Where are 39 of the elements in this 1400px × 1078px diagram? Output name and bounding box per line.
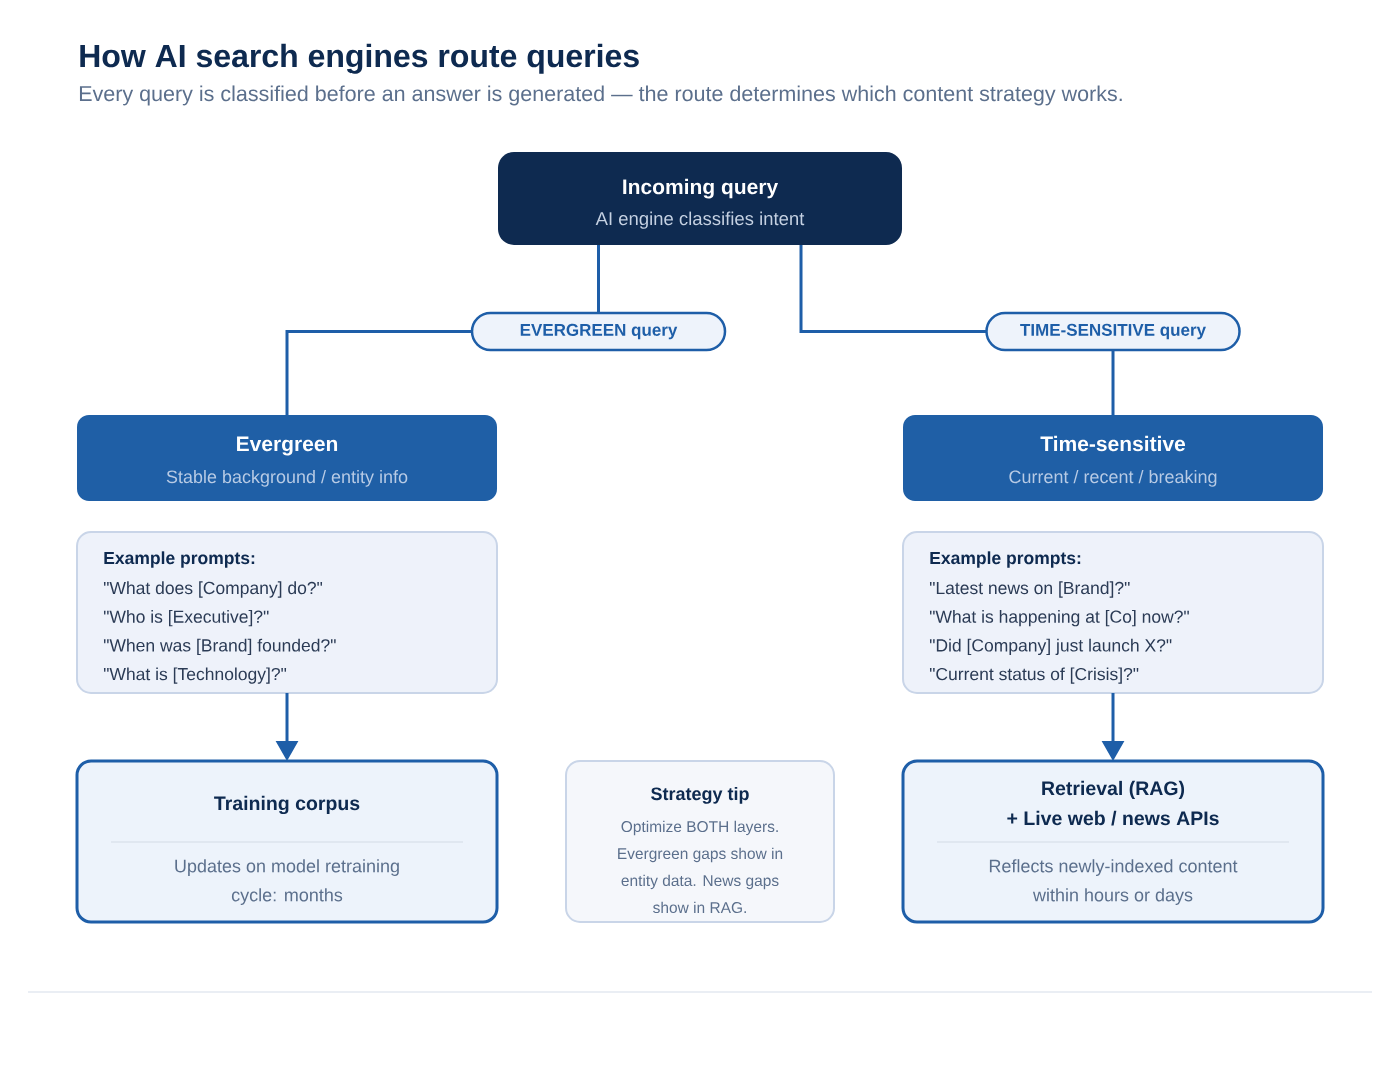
- box-title: Time-sensitive: [1040, 435, 1186, 452]
- box-text: Updates on model retraining cycle: months: [175, 859, 399, 905]
- box-title: Training corpus: [214, 795, 360, 815]
- box-title: + Live web / news APIs: [1007, 810, 1219, 826]
- prompt-text: "Did [Company] just launch X?": [929, 638, 1172, 656]
- box-subtitle: Current / recent / breaking: [1009, 469, 1217, 487]
- title: How AI search engines route queries: [80, 43, 639, 74]
- prompt-text: "Latest news on [Brand]?": [929, 581, 1130, 598]
- list-heading: Example prompts:: [104, 551, 255, 568]
- box-subtitle: AI engine classifies intent: [595, 211, 805, 229]
- source-box: [901, 759, 1325, 924]
- prompt-text: "Who is [Executive]?": [103, 610, 269, 627]
- tip-box: [565, 760, 835, 923]
- box-title: Strategy tip: [651, 786, 749, 804]
- connector-line: [285, 330, 472, 415]
- connector-line: [597, 245, 600, 313]
- pill-label: EVERGREEN query: [470, 311, 727, 352]
- subtitle: Every query is classified before an answer is generated — the route determines which content strategy works.: [79, 85, 1122, 106]
- box-title: Retrieval (RAG): [1042, 780, 1185, 800]
- connector-line: [799, 245, 987, 333]
- prompt-text: "Current status of [Crisis]?": [929, 667, 1139, 684]
- category-box: [903, 415, 1323, 501]
- tip-text: Optimize BOTH layers. Evergreen gaps show in entity data. News gaps show in RAG.: [618, 820, 783, 914]
- pill-label: TIME-SENSITIVE query: [985, 311, 1241, 352]
- prompt-text: "What does [Company] do?": [103, 581, 323, 598]
- example-box: [76, 531, 498, 694]
- prompt-text: "What is [Technology]?": [103, 667, 287, 684]
- example-box: [902, 531, 1324, 694]
- box-text: Reflects newly-indexed content within hours or days: [989, 859, 1238, 905]
- prompt-text: "When was [Brand] founded?": [103, 638, 336, 656]
- box-subtitle: Stable background / entity info: [166, 469, 408, 487]
- connector-line: [1111, 350, 1115, 415]
- prompt-text: "What is happening at [Co] now?": [929, 610, 1189, 627]
- box-title: Evergreen: [237, 436, 338, 456]
- list-heading: Example prompts:: [930, 551, 1081, 568]
- category-box: [77, 415, 497, 501]
- query-box: [498, 152, 902, 245]
- box-title: Incoming query: [623, 178, 779, 199]
- source-box: [75, 759, 499, 924]
